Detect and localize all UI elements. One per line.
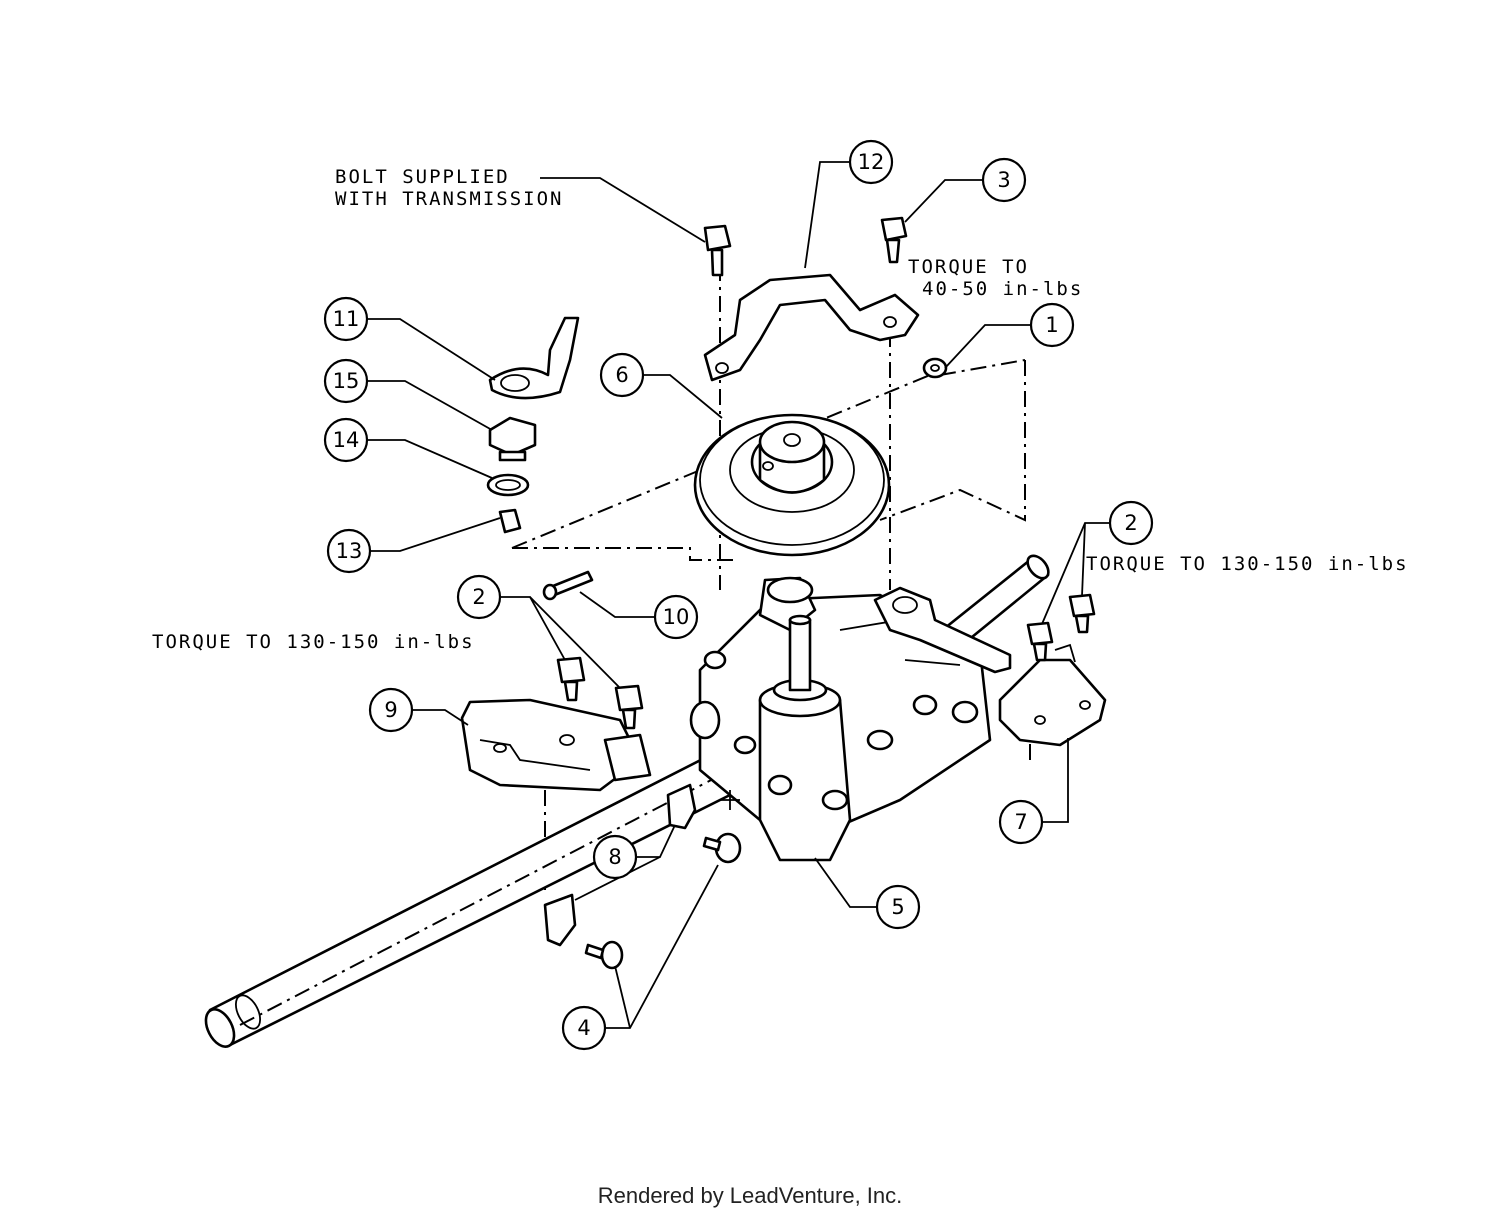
callout-5-label: 5 (891, 895, 904, 919)
callout-11-label: 11 (333, 307, 360, 331)
nut-15 (488, 416, 537, 462)
callout-12-label: 12 (858, 150, 885, 174)
bolts-2-right (1026, 593, 1096, 662)
bolt-3 (880, 216, 908, 264)
bolt-top-left (703, 224, 732, 277)
note-torque-40-line2: 40-50 in-lbs (922, 278, 1083, 300)
note-torque-40-line1: TORQUE TO (908, 256, 1029, 278)
callout-10-label: 10 (663, 605, 690, 629)
callout-1-label: 1 (1045, 313, 1058, 337)
callout-6-label: 6 (615, 363, 628, 387)
callout-4: 4 (561, 1005, 607, 1051)
callout-3: 3 (981, 157, 1027, 203)
clips-8 (543, 783, 697, 947)
screws-4 (584, 790, 742, 970)
callout-2-right: 2 (1108, 500, 1154, 546)
pulley-6 (693, 413, 891, 557)
callout-9: 9 (368, 687, 414, 733)
callout-9-label: 9 (384, 698, 397, 722)
bracket-7 (998, 643, 1107, 747)
callout-5: 5 (875, 884, 921, 930)
note-with-transmission: WITH TRANSMISSION (335, 188, 563, 210)
callout-2-left-label: 2 (472, 585, 485, 609)
callout-1: 1 (1029, 302, 1075, 348)
callout-2-left: 2 (456, 574, 502, 620)
callout-4-label: 4 (577, 1016, 590, 1040)
callout-8: 8 (592, 834, 638, 880)
note-bolt-supplied: BOLT SUPPLIED (335, 166, 510, 188)
callout-11: 11 (323, 296, 369, 342)
callout-14-label: 14 (333, 428, 360, 452)
axle-shaft-left (204, 738, 762, 1048)
washer-14 (486, 473, 530, 497)
bracket-9 (460, 698, 652, 792)
nut-1 (922, 357, 948, 379)
callout-13: 13 (326, 528, 372, 574)
leader-lines (367, 161, 1110, 1029)
callout-7-label: 7 (1014, 810, 1027, 834)
key-13 (498, 508, 522, 534)
callout-15-label: 15 (333, 369, 360, 393)
callout-15: 15 (323, 358, 369, 404)
pin-10 (542, 570, 594, 601)
callout-3-label: 3 (997, 168, 1010, 192)
bracket-12 (703, 273, 920, 382)
callout-8-label: 8 (608, 845, 621, 869)
transmission-body-5 (689, 576, 992, 862)
bolts-2-left (556, 656, 644, 730)
callout-13-label: 13 (336, 539, 363, 563)
callout-12: 12 (848, 139, 894, 185)
control-lever (873, 586, 1012, 674)
callout-7: 7 (998, 799, 1044, 845)
callout-10: 10 (653, 594, 699, 640)
callout-6: 6 (599, 352, 645, 398)
note-torque-130-left: TORQUE TO 130-150 in-lbs (152, 631, 475, 653)
callout-2-right-label: 2 (1124, 511, 1137, 535)
callout-14: 14 (323, 417, 369, 463)
rendered-by-footer: Rendered by LeadVenture, Inc. (597, 1183, 903, 1208)
note-torque-130-right: TORQUE TO 130-150 in-lbs (1086, 553, 1409, 575)
arm-11 (488, 316, 580, 400)
